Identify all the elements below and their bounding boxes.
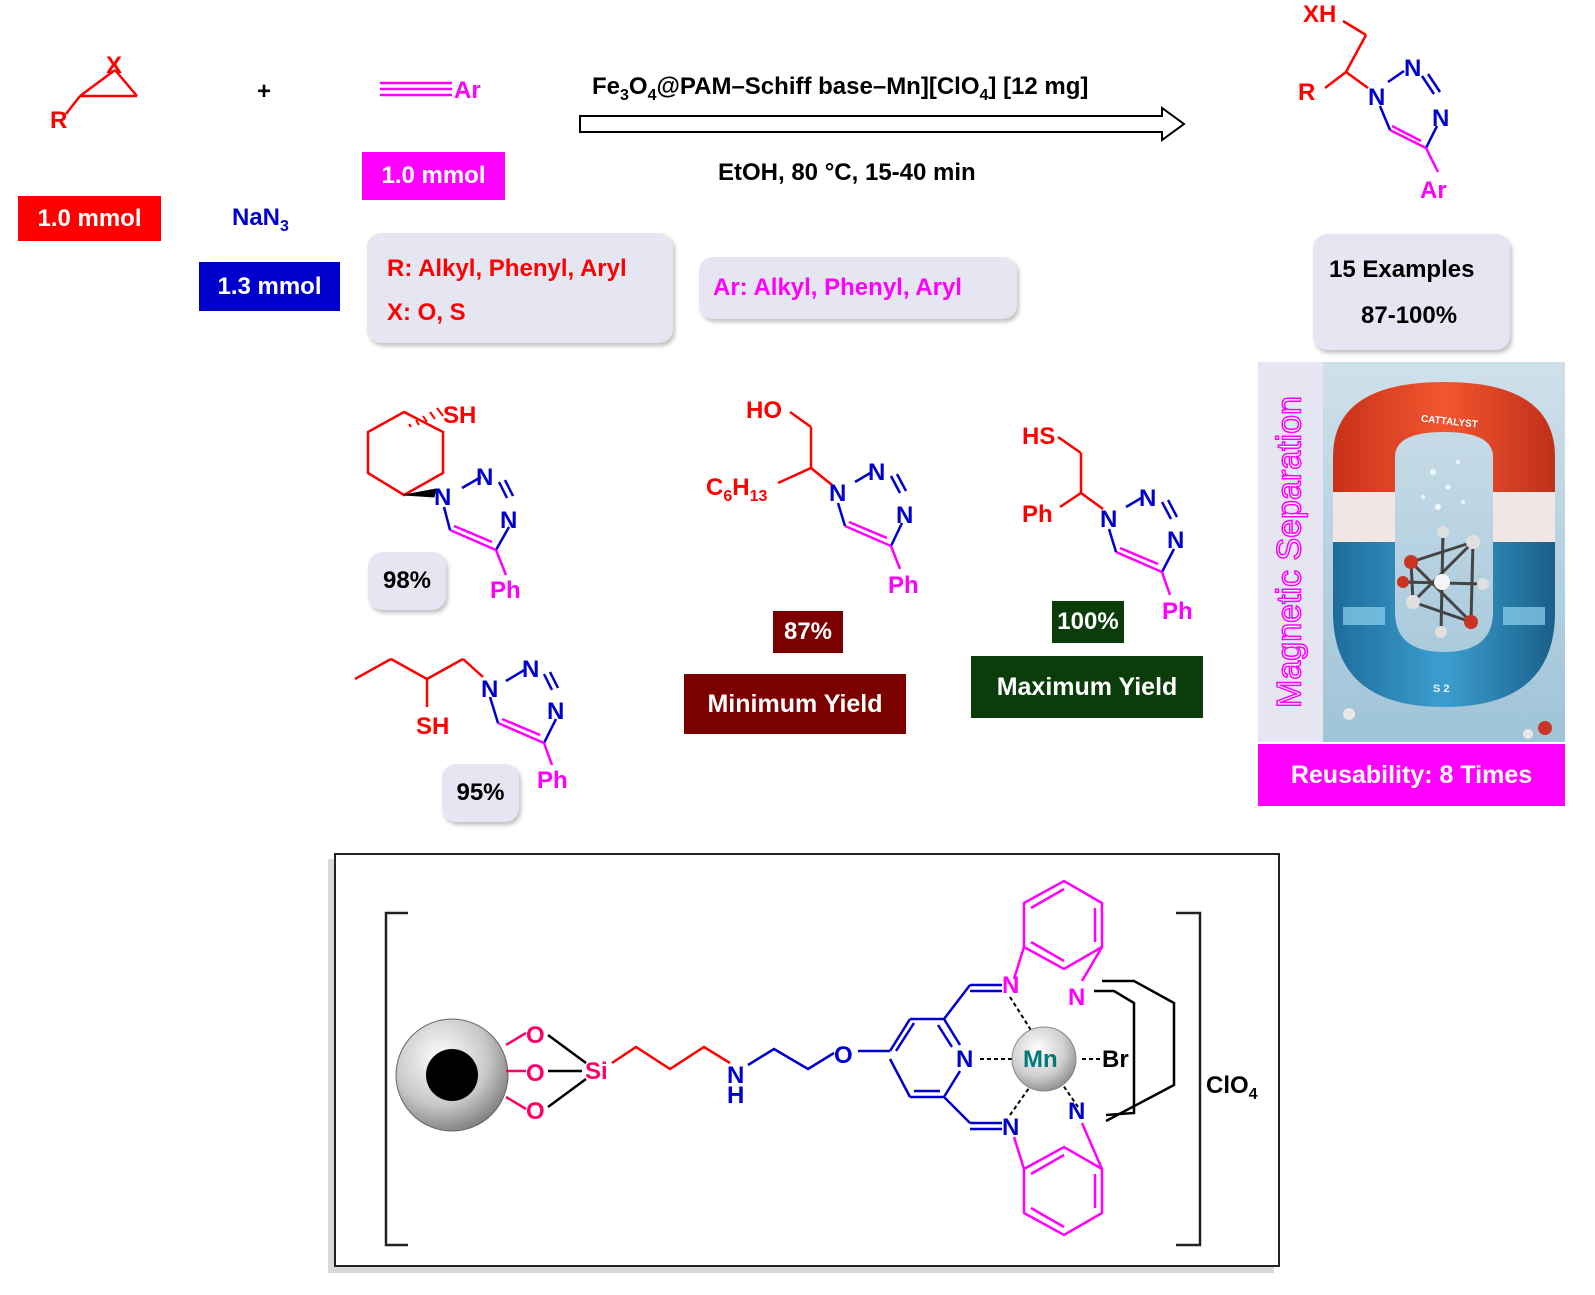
example2-n3: N bbox=[547, 698, 564, 725]
epoxide-amount-box: 1.0 mmol bbox=[18, 196, 161, 241]
magnet-illustration: CATTALYST S 2 bbox=[1323, 362, 1565, 742]
scope-ar: Ar: Alkyl, Phenyl, Aryl bbox=[713, 274, 962, 301]
example2-n1: N bbox=[481, 676, 498, 703]
imine-n-top: N bbox=[1002, 972, 1019, 999]
oxygen-2: O bbox=[526, 1060, 545, 1087]
product-n3: N bbox=[1432, 105, 1449, 132]
plus-sign: + bbox=[257, 78, 271, 105]
manganese-center bbox=[1011, 1026, 1077, 1092]
epoxide-r: R bbox=[50, 107, 67, 134]
catalyst-formula: Fe3O4@PAM–Schiff base–Mn][ClO4] [12 mg] bbox=[592, 73, 1088, 104]
examples-yield-range: 87-100% bbox=[1361, 302, 1458, 329]
ether-o: O bbox=[834, 1042, 853, 1069]
maximum-yield-label: Maximum Yield bbox=[971, 656, 1203, 718]
example2-ph: Ph bbox=[537, 767, 568, 794]
product-n1: N bbox=[1368, 84, 1385, 111]
propyl-chain bbox=[611, 1045, 731, 1071]
upper-amine-n: N bbox=[1068, 984, 1085, 1011]
example4-ph-side: Ph bbox=[1022, 501, 1053, 528]
product-ar: Ar bbox=[1420, 177, 1447, 204]
surface-bonds bbox=[505, 1031, 527, 1111]
magnet-base-label: S 2 bbox=[1433, 683, 1450, 695]
example3-ph: Ph bbox=[888, 572, 919, 599]
azide-amount-box: 1.3 mmol bbox=[199, 262, 340, 311]
example-structures: SH N N N Ph SH N N N Ph HO C6H13 bbox=[354, 397, 1193, 794]
lower-benzene bbox=[1012, 1122, 1104, 1237]
example2-structure bbox=[354, 657, 560, 766]
examples-pill: 15 Examples 87-100% bbox=[1313, 234, 1510, 350]
product-structure bbox=[1324, 19, 1442, 173]
example4-structure bbox=[1057, 435, 1179, 596]
product-xh: XH bbox=[1303, 1, 1336, 28]
alkyne-triple-bond bbox=[380, 81, 452, 97]
example4-ph: Ph bbox=[1162, 598, 1193, 625]
example3-n2: N bbox=[868, 459, 885, 486]
product-n2: N bbox=[1404, 55, 1421, 82]
example3-yield: 87% bbox=[773, 611, 843, 653]
reusability-box: Reusability: 8 Times bbox=[1258, 744, 1565, 806]
scope-r-x-pill: R: Alkyl, Phenyl, Aryl X: O, S bbox=[367, 233, 673, 343]
scope-x: X: O, S bbox=[387, 299, 466, 326]
example4-n3: N bbox=[1167, 527, 1184, 554]
example3-n1: N bbox=[829, 480, 846, 507]
alkyne-amount-box: 1.0 mmol bbox=[362, 152, 505, 200]
reaction-arrow bbox=[579, 106, 1186, 142]
pyridine-ring bbox=[858, 983, 1002, 1131]
examples-count: 15 Examples bbox=[1329, 256, 1475, 283]
example4-yield: 100% bbox=[1052, 601, 1124, 643]
oxygen-1: O bbox=[526, 1022, 545, 1049]
pyridine-n: N bbox=[956, 1046, 973, 1073]
example1-n2: N bbox=[476, 464, 493, 491]
manganese-label: Mn bbox=[1023, 1046, 1058, 1073]
lower-amine-n: N bbox=[1068, 1098, 1085, 1125]
azide-label: NaN3 bbox=[232, 204, 289, 235]
example1-n1: N bbox=[434, 484, 451, 511]
imine-n-bottom: N bbox=[1002, 1114, 1019, 1141]
ethylene-bridge bbox=[1094, 979, 1176, 1123]
magnetic-separation-panel bbox=[1258, 362, 1323, 742]
scope-ar-pill: Ar: Alkyl, Phenyl, Aryl bbox=[699, 257, 1017, 319]
silicon: Si bbox=[585, 1058, 608, 1085]
example1-structure bbox=[366, 407, 515, 576]
nanoparticle-cluster bbox=[1397, 526, 1489, 638]
scope-r: R: Alkyl, Phenyl, Aryl bbox=[387, 255, 627, 282]
epoxide-structure bbox=[65, 68, 138, 115]
right-bracket bbox=[1176, 911, 1202, 1247]
oxygen-3: O bbox=[526, 1098, 545, 1125]
product-r: R bbox=[1298, 79, 1315, 106]
example3-ho: HO bbox=[746, 397, 782, 424]
amine-n: N bbox=[727, 1062, 744, 1089]
example3-n3: N bbox=[896, 502, 913, 529]
magnetic-separation-text: Magnetic Separation bbox=[1270, 395, 1310, 708]
example2-sh: SH bbox=[416, 713, 449, 740]
reaction-scheme: X R + Ar Fe3O4@PAM–Schiff base–Mn][ClO4]… bbox=[50, 1, 1449, 204]
example2-n2: N bbox=[522, 656, 539, 683]
amine-h: H bbox=[727, 1082, 744, 1109]
example1-yield: 98% bbox=[368, 552, 446, 610]
example3-c6h13: C6H13 bbox=[706, 474, 767, 505]
ethyl-chain bbox=[747, 1047, 835, 1071]
example1-ph: Ph bbox=[490, 577, 521, 604]
perchlorate-counterion: ClO4 bbox=[1206, 1072, 1258, 1103]
example4-hs: HS bbox=[1022, 423, 1055, 450]
left-bracket bbox=[384, 911, 408, 1247]
bromide-label: Br bbox=[1102, 1046, 1129, 1073]
example2-yield: 95% bbox=[442, 764, 519, 822]
example3-structure bbox=[777, 410, 908, 570]
catalyst-structure: O O O Si N H O N N N N N bbox=[384, 879, 1258, 1247]
nanoparticle-core bbox=[426, 1049, 478, 1101]
reaction-conditions: EtOH, 80 °C, 15-40 min bbox=[718, 159, 976, 186]
example1-sh: SH bbox=[443, 402, 476, 429]
minimum-yield-label: Minimum Yield bbox=[684, 674, 906, 734]
upper-benzene bbox=[1012, 879, 1104, 982]
alkyne-ar: Ar bbox=[454, 77, 481, 104]
example1-n3: N bbox=[500, 507, 517, 534]
epoxide-x: X bbox=[106, 52, 122, 79]
example4-n1: N bbox=[1100, 506, 1117, 533]
example4-n2: N bbox=[1139, 485, 1156, 512]
